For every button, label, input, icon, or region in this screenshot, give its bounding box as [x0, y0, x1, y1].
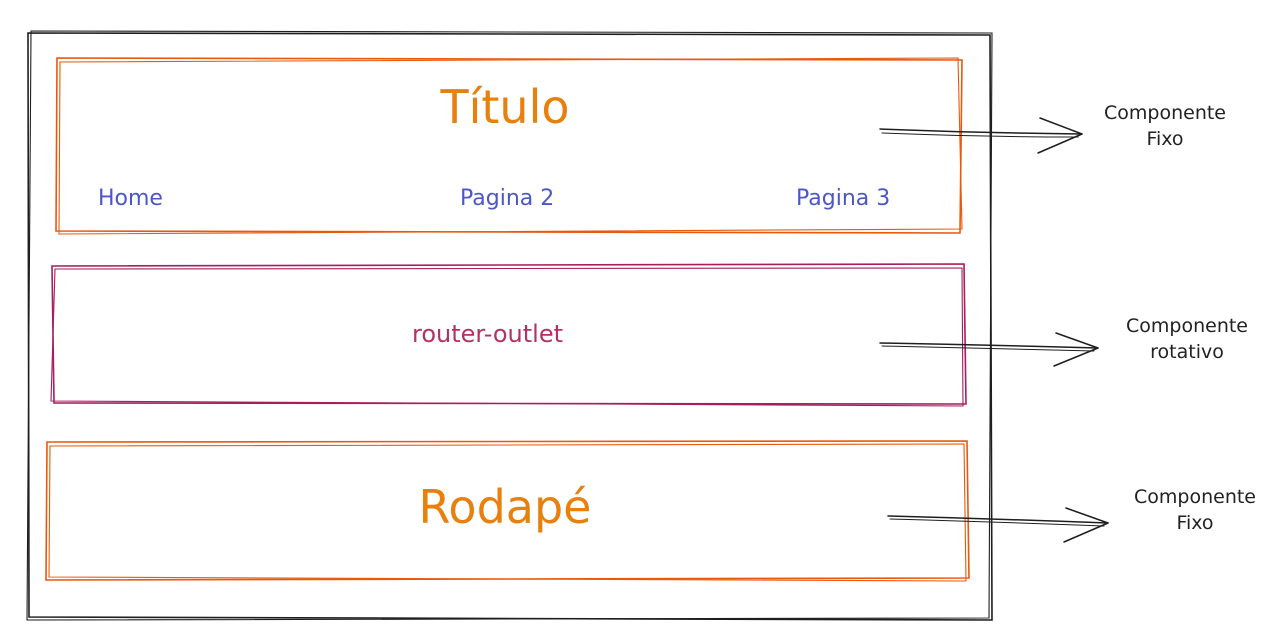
- annotation-line: Componente: [1134, 486, 1256, 508]
- arrow-header: [879, 117, 1083, 154]
- annotation-line: Componente: [1104, 102, 1226, 124]
- annotation-line: rotativo: [1150, 341, 1224, 363]
- arrow-footer: [887, 507, 1109, 543]
- annotation-line: Fixo: [1176, 512, 1214, 534]
- nav-link-home[interactable]: Home: [98, 186, 163, 211]
- annotation-line: Fixo: [1146, 128, 1184, 150]
- annotation-line: Componente: [1126, 315, 1248, 337]
- annotation-footer: Componente Fixo: [1100, 484, 1287, 536]
- footer-title: Rodapé: [418, 480, 592, 534]
- nav-link-pagina-2[interactable]: Pagina 2: [460, 186, 555, 211]
- router-outlet-label: router-outlet: [412, 320, 563, 348]
- arrow-outlet: [879, 332, 1099, 367]
- annotation-header: Componente Fixo: [1070, 100, 1260, 152]
- header-title: Título: [440, 80, 570, 134]
- nav-link-pagina-3[interactable]: Pagina 3: [796, 186, 891, 211]
- annotation-outlet: Componente rotativo: [1092, 313, 1282, 365]
